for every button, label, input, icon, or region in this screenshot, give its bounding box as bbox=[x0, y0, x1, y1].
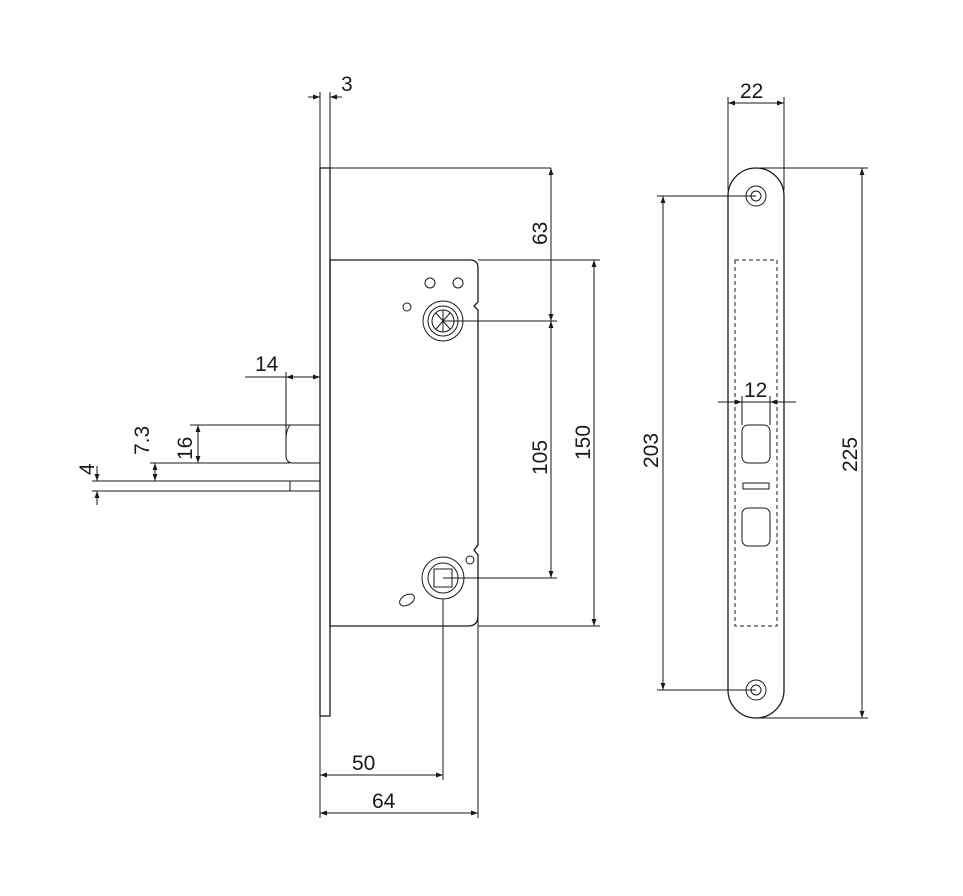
dim-case-height: 150 bbox=[478, 259, 600, 627]
dim-latch-width: 12 bbox=[718, 379, 796, 425]
case-hidden-outline bbox=[734, 259, 778, 627]
latch-bolt bbox=[285, 424, 320, 464]
dim-label-12: 12 bbox=[744, 379, 767, 402]
bolt-opening bbox=[741, 507, 771, 547]
dim-bolt-height: 4 bbox=[76, 463, 155, 505]
dim-label-14: 14 bbox=[255, 353, 279, 376]
faceplate-front bbox=[727, 167, 785, 719]
lock-case-body bbox=[329, 259, 479, 627]
dim-case-depth: 64 bbox=[320, 616, 479, 818]
dim-label-50: 50 bbox=[352, 752, 375, 775]
dim-label-3: 3 bbox=[341, 73, 353, 96]
latch-opening bbox=[741, 424, 771, 464]
dim-faceplate-length: 225 bbox=[756, 167, 868, 719]
dim-label-64: 64 bbox=[372, 790, 396, 813]
dim-label-7-3: 7.3 bbox=[131, 426, 154, 455]
dim-label-150: 150 bbox=[572, 425, 595, 460]
dim-top-to-follower: 63 bbox=[443, 168, 557, 322]
front-view: 22 12 203 225 bbox=[640, 80, 868, 719]
dim-faceplate-width: 22 bbox=[727, 80, 785, 190]
dead-bolt bbox=[100, 480, 320, 492]
side-view: 3 14 16 7.3 4 bbox=[76, 73, 600, 818]
dim-follower-to-cylinder: 105 bbox=[443, 321, 557, 579]
dim-label-203: 203 bbox=[640, 433, 663, 468]
dim-label-16: 16 bbox=[174, 437, 197, 460]
dim-backset: 50 bbox=[319, 599, 444, 818]
dim-label-4: 4 bbox=[76, 463, 99, 475]
faceplate-side bbox=[319, 167, 331, 717]
dim-latch-height: 16 bbox=[174, 424, 290, 464]
dim-label-22: 22 bbox=[740, 80, 763, 103]
dim-faceplate-thickness: 3 bbox=[308, 73, 353, 168]
dim-label-63: 63 bbox=[529, 222, 552, 245]
dim-label-225: 225 bbox=[839, 437, 862, 472]
dim-screw-spacing: 203 bbox=[640, 195, 756, 691]
follower-hub bbox=[402, 277, 464, 342]
dim-bolt-offset: 7.3 bbox=[131, 426, 200, 481]
center-slot bbox=[742, 482, 770, 490]
dim-latch-projection: 14 bbox=[245, 353, 320, 440]
cylinder-hub bbox=[399, 555, 475, 607]
dim-label-105: 105 bbox=[529, 440, 552, 475]
